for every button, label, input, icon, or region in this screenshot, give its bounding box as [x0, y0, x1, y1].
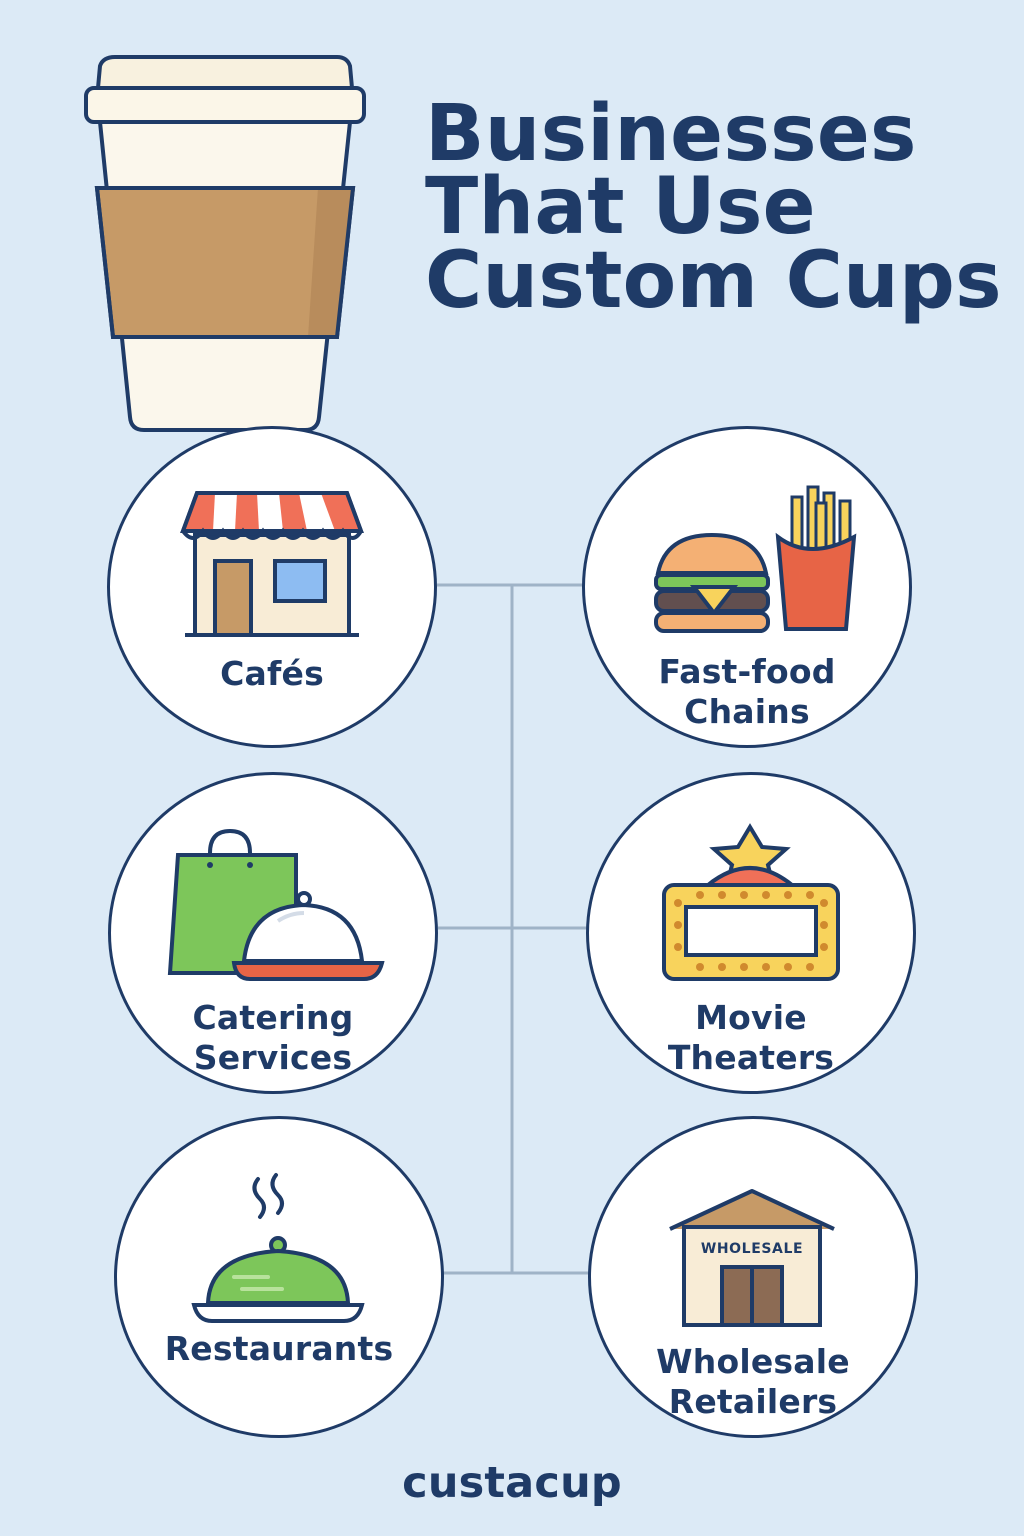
business-card-catering-services: Catering Services — [108, 772, 438, 1094]
business-card-restaurants: Restaurants — [114, 1116, 444, 1438]
business-card-movie-theaters: Movie Theaters — [586, 772, 916, 1094]
business-card-cafes: Cafés — [107, 426, 437, 748]
cafe-storefront-icon — [180, 491, 364, 637]
business-label-movie-theaters: Movie Theaters — [667, 998, 835, 1077]
page-title: Businesses That Use Custom Cups — [425, 89, 1002, 326]
title-line-1: Businesses — [425, 89, 917, 179]
business-label-cafes: Cafés — [220, 654, 324, 693]
wholesale-warehouse-icon: WHOLESALE — [669, 1189, 835, 1327]
burger-and-fries-icon — [654, 485, 857, 633]
business-label-catering-services: Catering Services — [192, 998, 354, 1077]
business-card-wholesale-retailers: WHOLESALE Wholesale Retailers — [588, 1116, 918, 1438]
theater-marquee-star-icon — [662, 823, 840, 981]
title-line-3: Custom Cups — [425, 235, 1002, 326]
business-label-fast-food-chains: Fast-food Chains — [658, 652, 836, 731]
business-label-restaurants: Restaurants — [164, 1329, 394, 1368]
steaming-cloche-icon — [191, 1173, 365, 1323]
title-line-2: That Use — [425, 162, 816, 253]
business-label-wholesale-retailers: Wholesale Retailers — [656, 1342, 850, 1421]
brand-logo: custacup — [402, 1458, 622, 1508]
wholesale-sign-text: WHOLESALE — [701, 1241, 803, 1257]
shopping-bag-and-cloche-icon — [167, 828, 385, 981]
business-card-fast-food-chains: Fast-food Chains — [582, 426, 912, 748]
coffee-cup-icon — [84, 55, 366, 432]
